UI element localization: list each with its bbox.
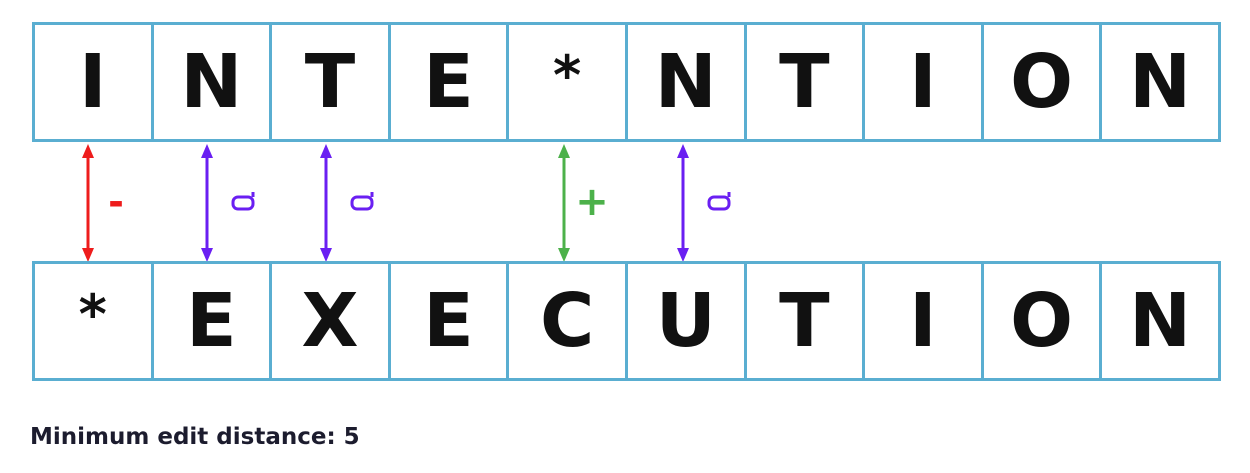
target-cell: T (747, 264, 866, 378)
target-cell: I (865, 264, 984, 378)
source-cell: N (154, 25, 273, 139)
source-word-row: I N T E * N T I O N (32, 22, 1221, 142)
substitute-icon (350, 192, 374, 211)
target-cell: X (272, 264, 391, 378)
edit-distance-caption: Minimum edit distance: 5 (30, 424, 360, 450)
target-cell: C (509, 264, 628, 378)
source-cell: E (391, 25, 510, 139)
source-cell: T (272, 25, 391, 139)
target-cell: N (1129, 278, 1192, 364)
substitute-arrow (201, 144, 213, 262)
target-cell: U (628, 264, 747, 378)
target-word-row: * E X E C U T I O N (32, 261, 1221, 381)
target-cell: E (154, 264, 273, 378)
source-cell-gap: * (509, 25, 628, 139)
delete-symbol: - (108, 180, 124, 224)
insert-symbol: + (575, 179, 609, 225)
source-cell: T (747, 25, 866, 139)
source-cell: N (628, 25, 747, 139)
substitute-icon (707, 192, 731, 211)
delete-arrow (82, 144, 94, 262)
source-cell: O (984, 25, 1103, 139)
source-cell: N (1129, 39, 1192, 125)
target-cell-gap: * (35, 264, 154, 378)
substitute-icon (231, 192, 255, 211)
substitute-arrow (677, 144, 689, 262)
source-cell: I (865, 25, 984, 139)
source-cell: I (35, 25, 154, 139)
substitute-arrow (320, 144, 332, 262)
target-cell: O (984, 264, 1103, 378)
insert-arrow (558, 144, 570, 262)
target-cell: E (391, 264, 510, 378)
